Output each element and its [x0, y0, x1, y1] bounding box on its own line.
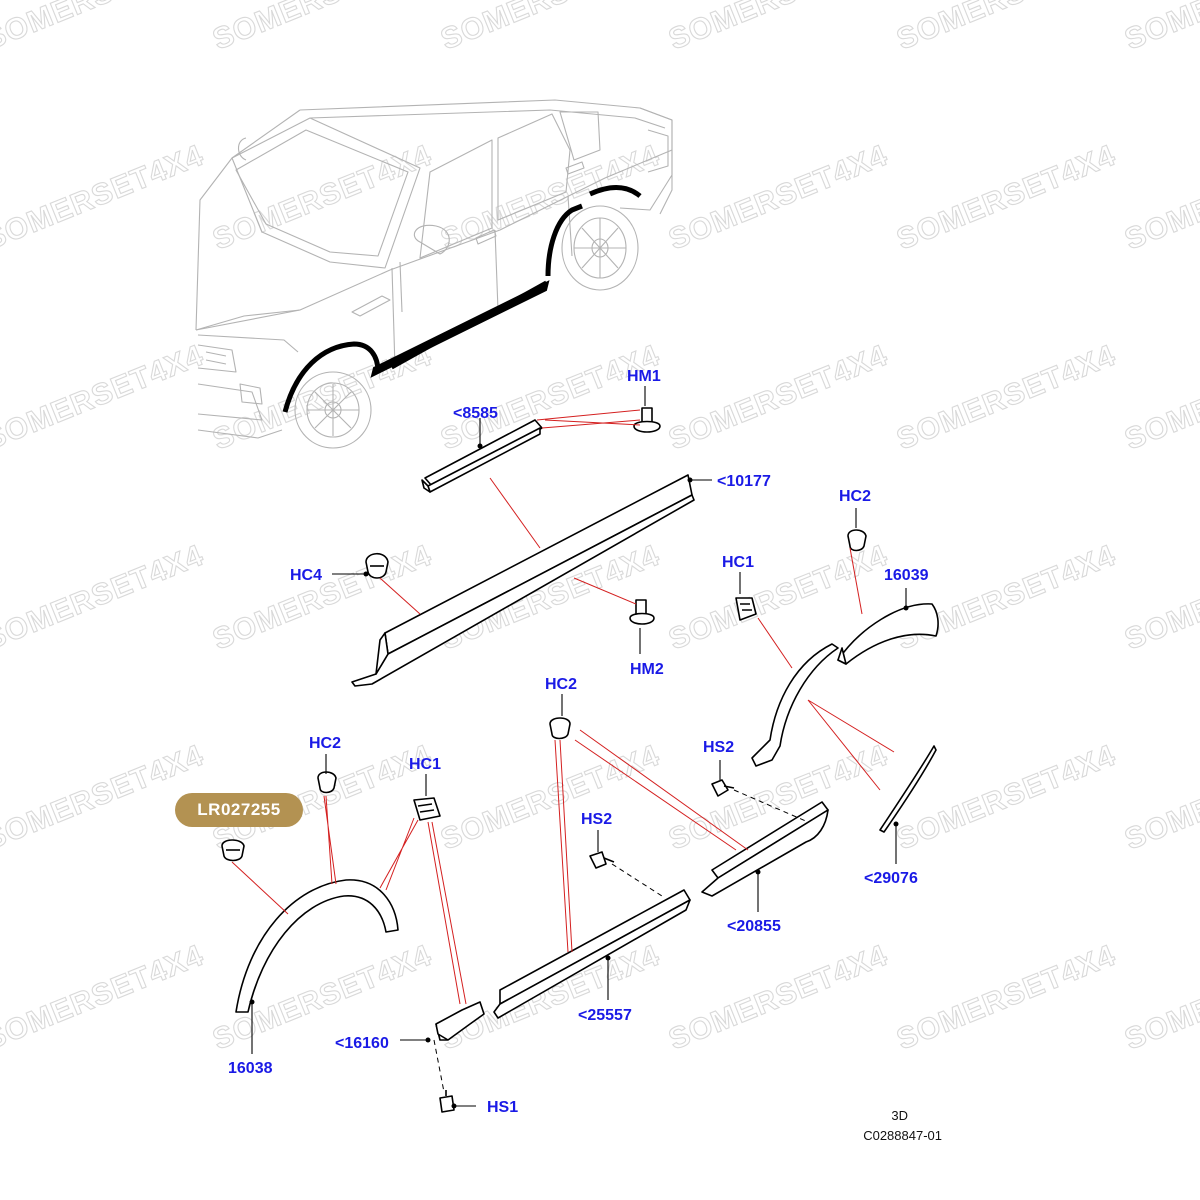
watermark-text: SOMERSET4X4: [0, 339, 208, 457]
watermark-text: SOMERSET4X4: [892, 539, 1120, 657]
callout-hm1: HM1: [627, 368, 661, 385]
watermark-text: SOMERSET4X4: [0, 139, 208, 257]
callout-hc4: HC4: [290, 567, 322, 584]
front-wheel-arch-moulding: [235, 879, 399, 1013]
watermark-text: SOMERSET4X4: [0, 939, 208, 1057]
watermark-text: SOMERSET4X4: [0, 539, 208, 657]
watermark-text: SOMERSET4X4: [1120, 339, 1200, 457]
reference-code: C0288847-01: [863, 1128, 942, 1143]
watermark-text: SOMERSET4X4: [892, 339, 1120, 457]
hc2-left-clip-icon: [317, 771, 337, 794]
hc1-right-clip-icon: [735, 597, 757, 621]
watermark-text: SOMERSET4X4: [0, 0, 208, 56]
hc2-top-clip-icon: [847, 529, 867, 552]
watermark-text: SOMERSET4X4: [436, 739, 664, 857]
hc1-left-clip-icon: [413, 797, 441, 821]
highlighted-part-badge[interactable]: LR027255: [175, 793, 303, 827]
hc4-clip-icon: [365, 552, 389, 579]
watermark-text: SOMERSET4X4: [664, 339, 892, 457]
hs1-screw-icon: [439, 1090, 455, 1113]
watermark-text: SOMERSET4X4: [1120, 139, 1200, 257]
watermark-text: SOMERSET4X4: [892, 139, 1120, 257]
callout-8585: <8585: [453, 405, 498, 422]
front-door-lower-moulding: [493, 889, 691, 1019]
watermark-text: SOMERSET4X4: [436, 139, 664, 257]
callout-hm2: HM2: [630, 661, 664, 678]
lower-corner-bracket: [435, 1001, 485, 1041]
hm2-fastener-icon: [629, 599, 655, 625]
callout-ticks: [249, 386, 909, 1109]
callout-hc2-top: HC2: [839, 488, 871, 505]
watermark-text: SOMERSET4X4: [1120, 739, 1200, 857]
watermark-text: SOMERSET4X4: [436, 0, 664, 56]
hc2-mid-clip-icon: [549, 717, 571, 740]
leader-lines: [231, 409, 895, 1005]
callout-16160: <16160: [335, 1035, 389, 1052]
callout-hc2-mid: HC2: [545, 676, 577, 693]
rear-door-lower-moulding: [701, 801, 829, 897]
vehicle-illustration: [195, 99, 673, 449]
callout-16038: 16038: [228, 1060, 273, 1077]
rear-arch-liner: [751, 643, 839, 767]
watermark-text: SOMERSET4X4: [1120, 0, 1200, 56]
watermark-text: SOMERSET4X4: [436, 939, 664, 1057]
callout-hc2-left: HC2: [309, 735, 341, 752]
callout-hs1: HS1: [487, 1099, 518, 1116]
hs2-mid-screw-icon: [589, 851, 615, 869]
lr027255-clip-icon: [221, 839, 245, 862]
watermark-text: SOMERSET4X4: [892, 939, 1120, 1057]
assembly-axes: [433, 789, 809, 1093]
watermark-text: SOMERSET4X4: [892, 739, 1120, 857]
callout-16039: 16039: [884, 567, 929, 584]
watermark-text: SOMERSET4X4: [1120, 539, 1200, 657]
watermark-text: SOMERSET4X4: [664, 139, 892, 257]
rear-wheel-arch-moulding: [837, 603, 939, 665]
watermark-text: SOMERSET4X4: [0, 739, 208, 857]
watermark-text: SOMERSET4X4: [892, 0, 1120, 56]
callout-hc1-left: HC1: [409, 756, 441, 773]
callout-29076: <29076: [864, 870, 918, 887]
callout-25557: <25557: [578, 1007, 632, 1024]
callout-20855: <20855: [727, 918, 781, 935]
watermark-text: SOMERSET4X4: [208, 139, 436, 257]
watermark-text: SOMERSET4X4: [1120, 939, 1200, 1057]
sill-finisher-strip: [421, 419, 543, 493]
callout-10177: <10177: [717, 473, 771, 490]
callout-hc1-right: HC1: [722, 554, 754, 571]
callout-hs2-right: HS2: [703, 739, 734, 756]
watermark-text: SOMERSET4X4: [436, 339, 664, 457]
hs2-right-screw-icon: [711, 779, 735, 797]
watermark-text: SOMERSET4X4: [664, 0, 892, 56]
watermark-text: SOMERSET4X4: [664, 939, 892, 1057]
hm1-fastener-icon: [633, 407, 661, 433]
view-code: 3D: [891, 1108, 908, 1123]
callout-hs2-mid: HS2: [581, 811, 612, 828]
sill-cover: [351, 474, 695, 687]
arch-trim-strip: [879, 745, 937, 833]
watermark-text: SOMERSET4X4: [208, 0, 436, 56]
